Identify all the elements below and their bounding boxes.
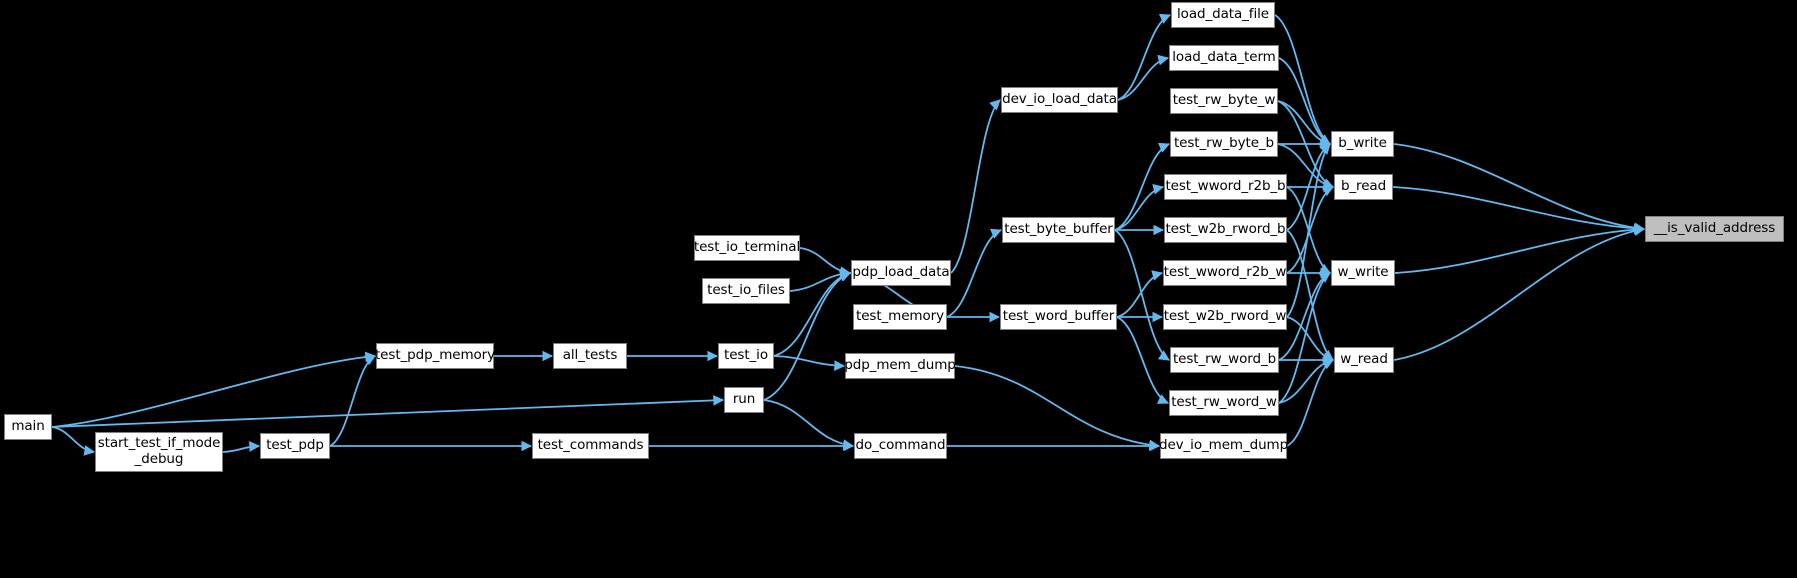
graph-node-label: b_write bbox=[1338, 135, 1387, 152]
edge-test-byte-buffer-to-test-rw-byte-b bbox=[1114, 142, 1170, 231]
graph-node-test-w2b-rword-b[interactable]: test_w2b_rword_b bbox=[1164, 217, 1287, 243]
graph-node-label: pdp_mem_dump bbox=[844, 357, 956, 374]
edge-test-w2b-rword-w-to-b-write bbox=[1286, 143, 1331, 318]
edge-load-data-file-to-b-write bbox=[1274, 14, 1331, 145]
graph-node-label: test_io_files bbox=[707, 282, 785, 299]
edge-dev-io-mem-dump-to-w-read bbox=[1286, 359, 1334, 447]
graph-node-all-tests[interactable]: all_tests bbox=[553, 343, 627, 369]
graph-node-test-wword-r2b-b[interactable]: test_wword_r2b_b bbox=[1164, 174, 1287, 200]
edge-test-pdp-to-test-pdp-memory bbox=[329, 355, 376, 447]
graph-node-b-read[interactable]: b_read bbox=[1334, 174, 1393, 200]
edge-test-w2b-rword-b-to-w-read bbox=[1286, 229, 1334, 361]
edge-run-to-do-command bbox=[763, 399, 855, 451]
graph-node-test-commands[interactable]: test_commands bbox=[532, 433, 649, 459]
graph-node-test-io-terminal[interactable]: test_io_terminal bbox=[694, 235, 800, 261]
edge-b-write-to---is-valid-address bbox=[1393, 143, 1646, 234]
edge-run-to-pdp-load-data bbox=[763, 271, 852, 401]
graph-node-label: pdp_load_data bbox=[852, 264, 950, 281]
graph-node-label: do_command bbox=[855, 437, 946, 454]
edge-test-word-buffer-to-test-wword-r2b-w bbox=[1116, 270, 1164, 318]
graph-node-label: load_data_term bbox=[1172, 49, 1276, 66]
graph-node-w-read[interactable]: w_read bbox=[1334, 347, 1394, 373]
graph-node-b-write[interactable]: b_write bbox=[1331, 131, 1394, 157]
edge-main-to-test-pdp-memory bbox=[51, 351, 377, 428]
graph-node-main[interactable]: main bbox=[4, 414, 52, 440]
graph-node-test-word-buffer[interactable]: test_word_buffer bbox=[1000, 304, 1117, 330]
graph-node-start-test-if-mode-debug[interactable]: start_test_if_mode _debug bbox=[95, 432, 223, 472]
graph-node-load-data-file[interactable]: load_data_file bbox=[1171, 2, 1275, 28]
graph-node-test-w2b-rword-w[interactable]: test_w2b_rword_w bbox=[1163, 304, 1287, 330]
graph-node-label: all_tests bbox=[562, 347, 618, 364]
edge-test-wword-r2b-w-to-b-read bbox=[1286, 186, 1334, 274]
edge-main-to-start-test-if-mode-debug bbox=[51, 426, 96, 456]
edge-w-read-to---is-valid-address bbox=[1393, 225, 1646, 361]
graph-node-label: test_wword_r2b_b bbox=[1165, 178, 1286, 195]
graph-node-label: __is_valid_address bbox=[1653, 220, 1776, 237]
graph-node-test-pdp-memory[interactable]: test_pdp_memory bbox=[374, 343, 496, 369]
graph-node-label: test_commands bbox=[537, 437, 644, 454]
edge-main-to-run bbox=[51, 394, 725, 428]
graph-node-test-rw-byte-b[interactable]: test_rw_byte_b bbox=[1170, 131, 1278, 157]
graph-node-label: dev_io_mem_dump bbox=[1158, 437, 1289, 454]
graph-node-label: w_read bbox=[1340, 351, 1388, 368]
graph-node-dev-io-mem-dump[interactable]: dev_io_mem_dump bbox=[1158, 433, 1289, 459]
edge-test-rw-word-w-to-w-write bbox=[1278, 272, 1331, 404]
graph-node-label: run bbox=[732, 391, 756, 408]
graph-node-label: test_io_terminal bbox=[693, 239, 801, 256]
graph-node-do-command[interactable]: do_command bbox=[854, 433, 947, 459]
graph-node-test-io[interactable]: test_io bbox=[718, 343, 774, 369]
edge-dev-io-load-data-to-load-data-term bbox=[1117, 54, 1170, 101]
graph-node-label: test_memory bbox=[856, 308, 944, 325]
graph-node-label: main bbox=[11, 418, 45, 435]
graph-node-test-rw-byte-w[interactable]: test_rw_byte_w bbox=[1170, 88, 1278, 114]
graph-node-test-wword-r2b-w[interactable]: test_wword_r2b_w bbox=[1163, 260, 1287, 286]
graph-node-w-write[interactable]: w_write bbox=[1331, 260, 1395, 286]
edge-test-memory-to-test-byte-buffer bbox=[946, 228, 1002, 318]
graph-node-label: test_rw_word_w bbox=[1171, 394, 1277, 411]
graph-node-label: test_pdp bbox=[266, 437, 324, 454]
edge-test-io-to-pdp-mem-dump bbox=[773, 355, 846, 372]
edge-load-data-term-to-b-write bbox=[1278, 57, 1331, 145]
graph-node-label: test_pdp_memory bbox=[374, 347, 496, 364]
graph-node-pdp-load-data[interactable]: pdp_load_data bbox=[851, 260, 951, 286]
graph-node-label: test_io bbox=[724, 347, 768, 364]
edge-test-byte-buffer-to-test-rw-word-b bbox=[1114, 229, 1170, 361]
graph-node-test-byte-buffer[interactable]: test_byte_buffer bbox=[1002, 217, 1115, 243]
edge-test-byte-buffer-to-test-wword-r2b-b bbox=[1114, 184, 1165, 231]
graph-node-test-memory[interactable]: test_memory bbox=[853, 304, 947, 330]
edge-test-w2b-rword-w-to-w-read bbox=[1286, 316, 1335, 363]
graph-node-label: test_rw_byte_w bbox=[1172, 92, 1276, 109]
graph-node-label: test_w2b_rword_b bbox=[1165, 221, 1286, 238]
graph-node-label: dev_io_load_data bbox=[1002, 91, 1117, 108]
graph-node-label: load_data_file bbox=[1177, 6, 1269, 23]
graph-node-label: start_test_if_mode _debug bbox=[97, 435, 221, 467]
graph-node-label: test_rw_byte_b bbox=[1173, 135, 1275, 152]
graph-node-label: test_word_buffer bbox=[1002, 308, 1115, 325]
graph-node-test-pdp[interactable]: test_pdp bbox=[260, 433, 330, 459]
edge-pdp-mem-dump-to-dev-io-mem-dump bbox=[954, 365, 1161, 451]
edge-pdp-load-data-to-dev-io-load-data bbox=[950, 99, 1001, 274]
edge-test-word-buffer-to-test-rw-word-w bbox=[1116, 316, 1169, 404]
edge-test-io-files-to-pdp-load-data bbox=[789, 268, 852, 292]
graph-node-test-io-files[interactable]: test_io_files bbox=[702, 278, 790, 304]
graph-node-label: test_rw_word_b bbox=[1172, 351, 1277, 368]
graph-node-label: test_byte_buffer bbox=[1004, 221, 1113, 238]
graph-node-run[interactable]: run bbox=[724, 387, 764, 413]
graph-node---is-valid-address[interactable]: __is_valid_address bbox=[1645, 216, 1784, 242]
graph-node-label: test_w2b_rword_w bbox=[1163, 308, 1287, 325]
graph-node-test-rw-word-b[interactable]: test_rw_word_b bbox=[1170, 347, 1279, 373]
edge-dev-io-load-data-to-load-data-file bbox=[1117, 13, 1171, 101]
graph-node-load-data-term[interactable]: load_data_term bbox=[1169, 45, 1279, 71]
graph-node-pdp-mem-dump[interactable]: pdp_mem_dump bbox=[844, 353, 956, 379]
edge-w-write-to---is-valid-address bbox=[1394, 224, 1646, 274]
edge-b-read-to---is-valid-address bbox=[1392, 186, 1646, 234]
graph-node-label: w_write bbox=[1337, 264, 1389, 281]
graph-node-label: test_wword_r2b_w bbox=[1163, 264, 1287, 281]
graph-node-dev-io-load-data[interactable]: dev_io_load_data bbox=[1001, 87, 1118, 113]
graph-node-label: b_read bbox=[1340, 178, 1387, 195]
graph-node-test-rw-word-w[interactable]: test_rw_word_w bbox=[1169, 390, 1279, 416]
edge-test-io-terminal-to-pdp-load-data bbox=[799, 247, 852, 278]
edge-start-test-if-mode-debug-to-test-pdp bbox=[222, 441, 261, 453]
